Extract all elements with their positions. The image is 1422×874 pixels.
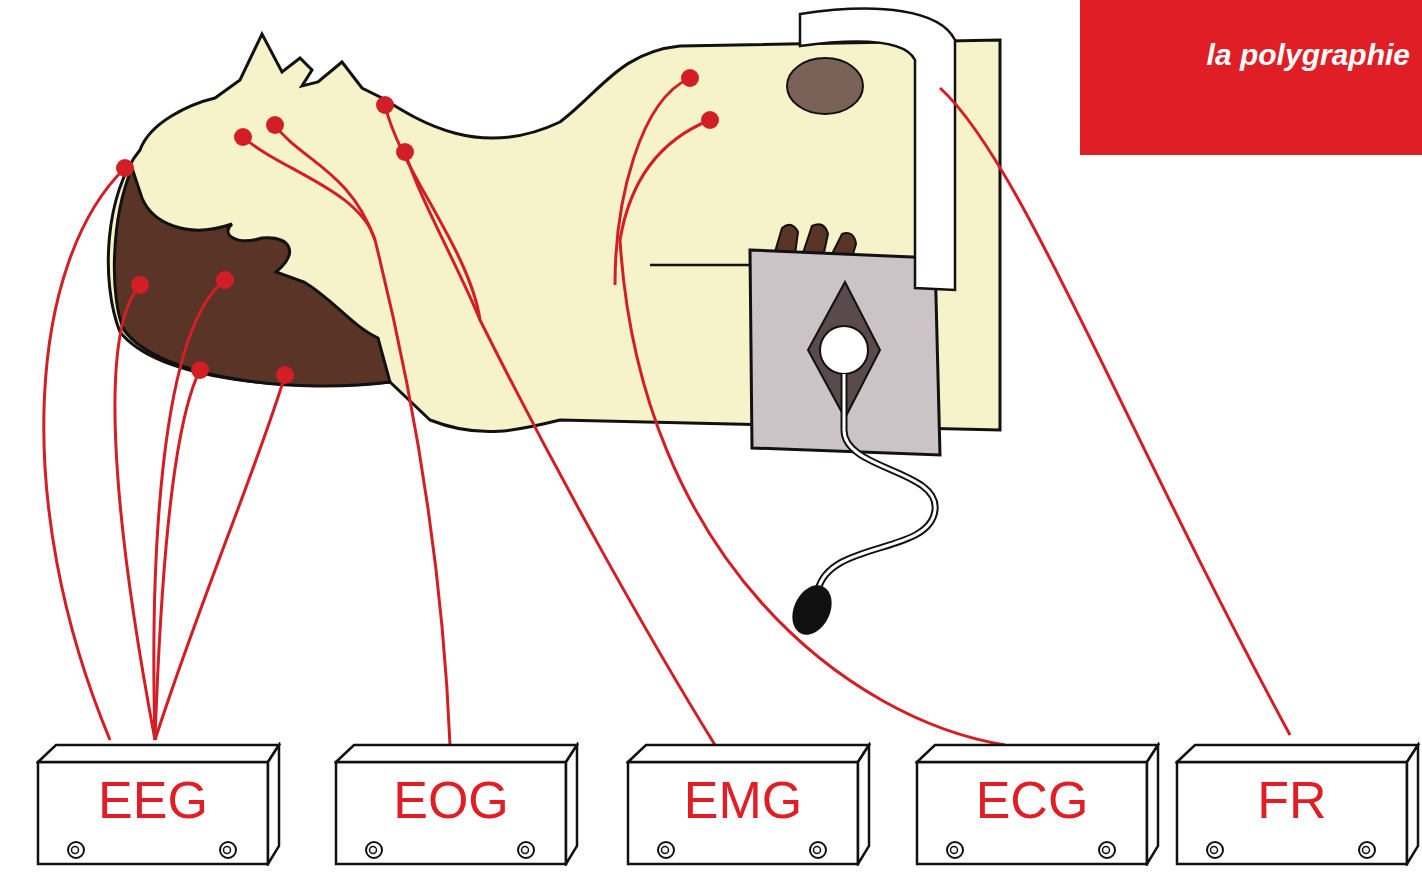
box-top (917, 745, 1158, 762)
knob-inner (72, 847, 79, 854)
body-outline (108, 34, 1000, 432)
device-box: EEG (36, 742, 281, 866)
knob-inner (370, 847, 377, 854)
respiratory-belt (787, 9, 955, 290)
arm-line (650, 264, 760, 267)
knob (658, 842, 674, 858)
device-label: FR (1177, 774, 1407, 826)
box-side (1407, 745, 1418, 864)
device-label: EOG (336, 774, 566, 826)
device-box: FR (1175, 742, 1420, 866)
knob-inner (814, 847, 821, 854)
knob (220, 842, 236, 858)
box-side (566, 745, 577, 864)
knob-inner (951, 847, 958, 854)
hair (114, 168, 390, 386)
knob (1207, 842, 1223, 858)
knob (366, 842, 382, 858)
knob-inner (1103, 847, 1110, 854)
box-side (268, 745, 279, 864)
box-side (1147, 745, 1158, 864)
knob-inner (662, 847, 669, 854)
knob-inner (522, 847, 529, 854)
knob-inner (1363, 847, 1370, 854)
device-label: ECG (917, 774, 1147, 826)
knob (810, 842, 826, 858)
knob (68, 842, 84, 858)
knob (1359, 842, 1375, 858)
box-front (38, 762, 268, 864)
device-box: EOG (334, 742, 579, 866)
knob (1099, 842, 1115, 858)
box-top (38, 745, 279, 762)
electrode-dots (116, 69, 719, 384)
knob (518, 842, 534, 858)
device-box: EMG (626, 742, 871, 866)
device-label: EMG (628, 774, 858, 826)
title: la polygraphie (1100, 38, 1410, 72)
pressure-cuff (750, 250, 940, 641)
box-top (336, 745, 577, 762)
box-front (336, 762, 566, 864)
knob-inner (1211, 847, 1218, 854)
box-front (628, 762, 858, 864)
electrode-wires (44, 78, 1290, 745)
box-top (1177, 745, 1418, 762)
title-banner (1080, 0, 1422, 155)
box-top (628, 745, 869, 762)
device-box: ECG (915, 742, 1160, 866)
box-side (858, 745, 869, 864)
device-label: EEG (38, 774, 268, 826)
box-front (1177, 762, 1407, 864)
knob (947, 842, 963, 858)
box-front (917, 762, 1147, 864)
knob-inner (224, 847, 231, 854)
